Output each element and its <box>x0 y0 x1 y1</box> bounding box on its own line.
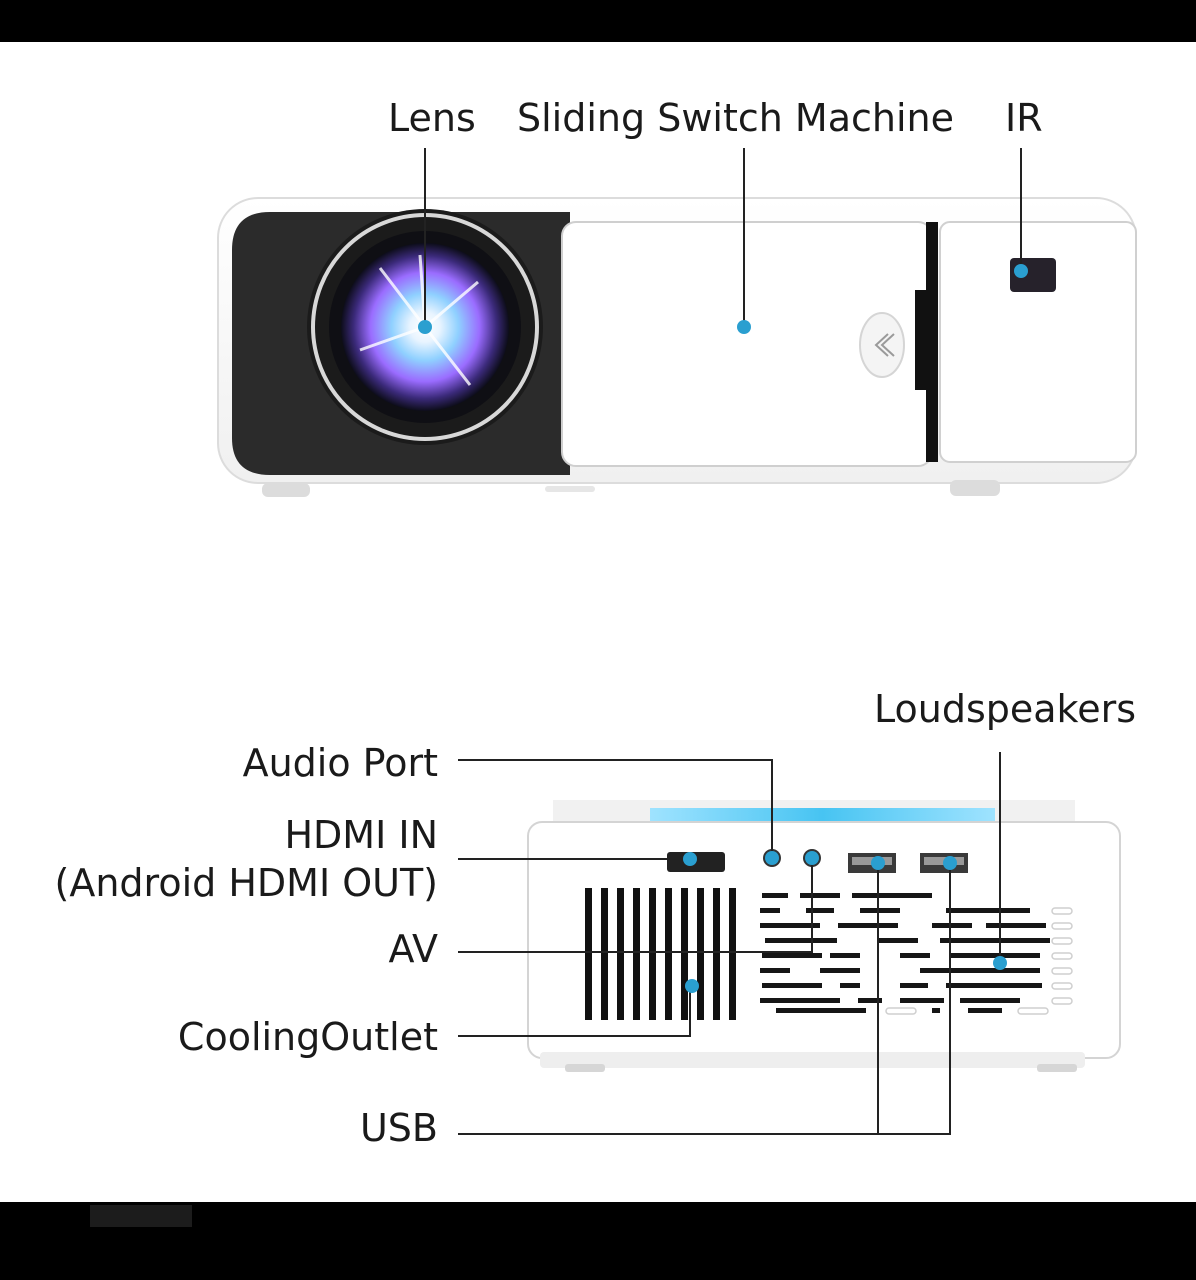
leader-av <box>458 858 813 953</box>
speaker-marker <box>993 956 1007 970</box>
leader-audio-port <box>458 759 773 858</box>
usb-marker-2 <box>943 856 957 870</box>
label-cooling-outlet: CoolingOutlet <box>178 1015 438 1059</box>
marker-dots-front <box>418 264 1028 334</box>
label-ir: IR <box>1005 96 1043 140</box>
marker-dots-rear <box>683 851 1007 993</box>
av-marker <box>805 851 819 865</box>
label-av: AV <box>388 927 438 971</box>
label-audio-port: Audio Port <box>243 741 438 785</box>
label-hdmi-in: HDMI IN <box>284 813 438 857</box>
speaker-grille <box>760 893 1050 1013</box>
cooling-vent <box>585 888 736 1020</box>
ir-marker <box>1014 264 1028 278</box>
lens-marker <box>418 320 432 334</box>
label-usb: USB <box>360 1106 438 1150</box>
front-projector <box>217 197 1137 497</box>
label-loudspeakers: Loudspeakers <box>874 687 1136 731</box>
hdmi-marker <box>683 852 697 866</box>
cooling-marker <box>685 979 699 993</box>
label-lens: Lens <box>388 96 476 140</box>
leader-cooling <box>458 986 691 1037</box>
audio-marker <box>765 851 779 865</box>
label-hdmi-out-note: (Android HDMI OUT) <box>55 861 439 905</box>
label-sliding-switch: Sliding Switch Machine <box>517 96 954 140</box>
rear-projector <box>527 800 1121 1072</box>
usb-marker-1 <box>871 856 885 870</box>
leader-usb <box>458 863 951 1135</box>
chevron-left-icon <box>859 312 905 378</box>
sliding-switch-marker <box>737 320 751 334</box>
